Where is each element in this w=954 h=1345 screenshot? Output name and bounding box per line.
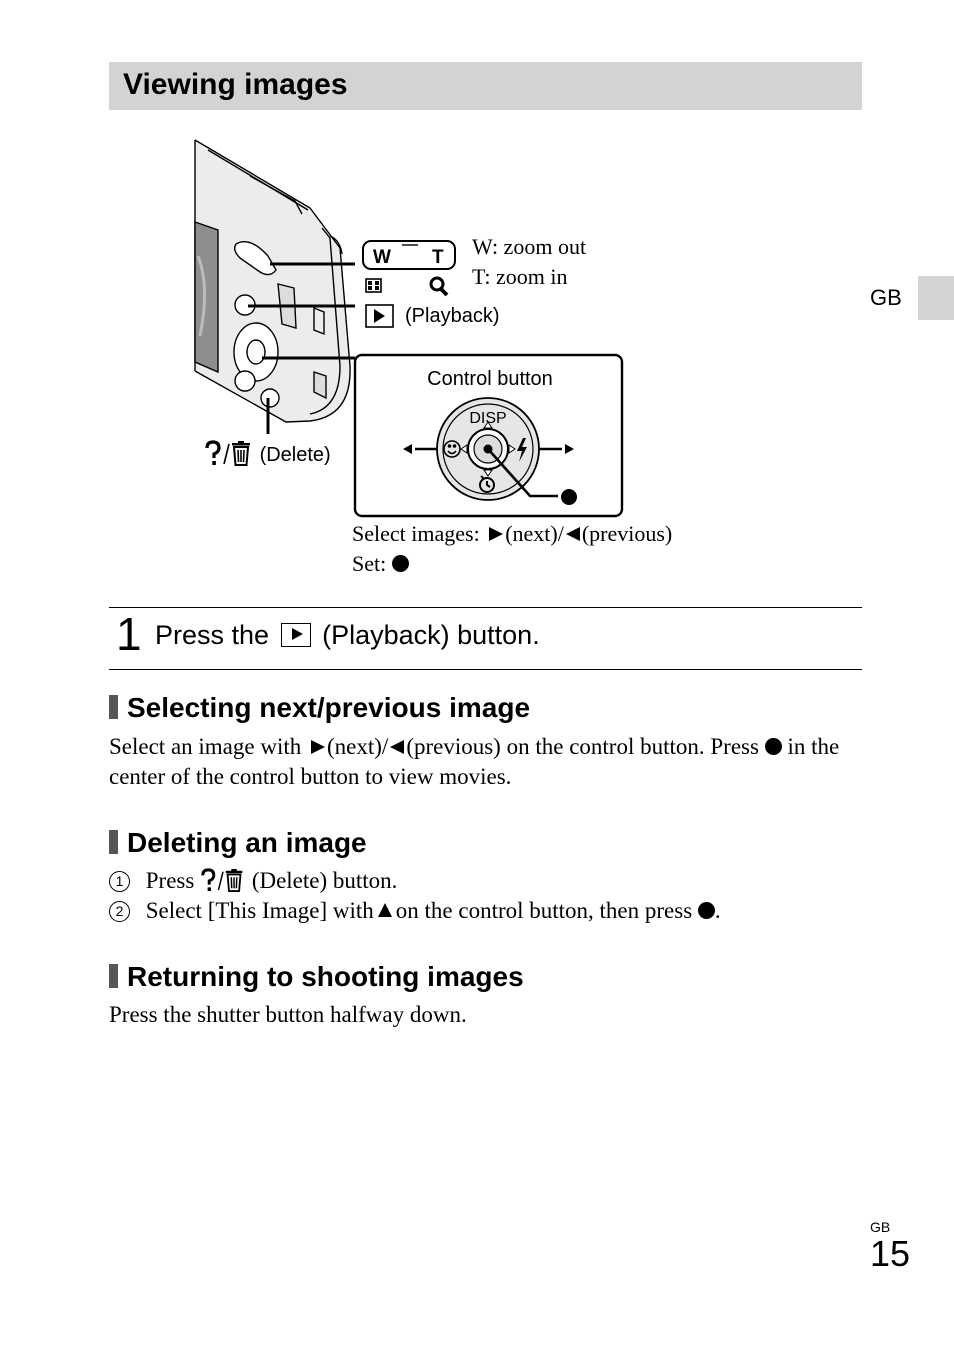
side-tab-label: GB [870, 285, 902, 310]
select-body-part1: Select an image with [109, 734, 302, 759]
previous-label: (previous) [581, 521, 673, 546]
svg-text:DISP: DISP [469, 410, 506, 427]
up-arrow-icon [377, 903, 392, 917]
step-circle-1: 1 [109, 871, 130, 892]
magnifier-icon [429, 276, 449, 297]
delete-step-2: 2 Select [This Image] with on the control… [109, 896, 721, 926]
camera-body [194, 139, 351, 423]
delete-label-group: (Delete) [204, 440, 331, 467]
zoom-key-icon: W T [362, 240, 456, 270]
camera-illustration: W T DISP [194, 139, 624, 518]
set-caption: Set: [352, 551, 409, 577]
zoom-out-label: W: zoom out [472, 234, 587, 259]
zoom-in-label: T: zoom in [472, 264, 568, 289]
delete-step-1-after: (Delete) button. [251, 868, 398, 893]
section-select-body: Select an image with (next)/ (previous) o… [109, 732, 869, 792]
svg-text:Control button: Control button [427, 368, 553, 390]
previous-arrow-icon [390, 740, 405, 754]
set-dot-icon [391, 555, 409, 572]
section-heading-select-text: Selecting next/previous image [127, 692, 531, 723]
playback-icon [365, 304, 394, 328]
next-arrow-icon [489, 527, 504, 541]
delete-step-2-before: Select [This Image] with [145, 898, 374, 923]
footer-lang: GB [870, 1219, 891, 1235]
section-marker-icon [109, 830, 118, 854]
page-title: Viewing images [123, 68, 348, 101]
select-images-prefix: Select images: [352, 521, 480, 546]
side-tab [918, 276, 954, 320]
step-rule-top [109, 607, 862, 608]
delete-label: (Delete) [259, 444, 331, 466]
next-arrow-icon [311, 740, 325, 754]
playback-icon [280, 623, 311, 647]
flash-icon [517, 438, 527, 462]
step-1-text-after: (Playback) button. [322, 620, 540, 650]
svg-text:T: T [432, 247, 444, 268]
svg-text:W: W [373, 247, 391, 268]
delete-step-1-before: Press [145, 868, 195, 893]
select-body-part2: (next)/ [327, 734, 389, 759]
section-marker-icon [109, 964, 118, 988]
section-heading-return-text: Returning to shooting images [127, 961, 524, 992]
center-dot-icon [764, 738, 782, 755]
help-delete-icon [205, 440, 250, 466]
title-bar [109, 62, 862, 110]
select-images-caption: Select images: (next)/ (previous) [352, 521, 672, 547]
select-body-part4: in the center of the control button to v… [109, 734, 840, 789]
delete-step-1: 1 Press (Delete) button. [109, 866, 397, 896]
step-number: 1 [116, 608, 142, 660]
self-timer-icon [479, 475, 495, 493]
section-heading-select: Selecting next/previous image [109, 692, 530, 724]
help-delete-icon [201, 868, 243, 892]
smile-icon [443, 440, 461, 458]
select-body-part3: (previous) on the control button. Press [406, 734, 759, 759]
section-marker-icon [109, 695, 118, 719]
previous-arrow-icon [565, 527, 580, 541]
delete-step-2-end: . [714, 898, 721, 923]
section-heading-delete-text: Deleting an image [127, 827, 367, 858]
step-1-text-before: Press the [155, 620, 270, 650]
delete-step-2-after: on the control button, then press [395, 898, 693, 923]
section-heading-return: Returning to shooting images [109, 961, 524, 993]
step-circle-2: 2 [109, 901, 130, 922]
index-icon [365, 278, 382, 293]
section-return-body: Press the shutter button halfway down. [109, 1002, 467, 1027]
set-label: Set: [352, 551, 387, 576]
center-dot-icon [697, 902, 715, 919]
playback-label: (Playback) [405, 305, 500, 327]
next-label: (next)/ [505, 521, 564, 546]
section-heading-delete: Deleting an image [109, 827, 367, 859]
control-button-inset: DISP Control button [353, 353, 624, 518]
step-rule-bottom [109, 669, 862, 670]
page-number: 15 [870, 1233, 911, 1274]
step-1-text: Press the (Playback) button. [155, 619, 540, 651]
